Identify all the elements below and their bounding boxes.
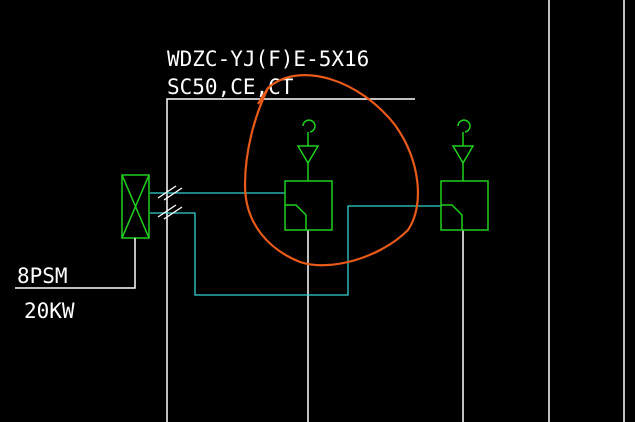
frame-lines	[548, 0, 625, 422]
fan-2-triangle	[451, 145, 475, 165]
tick-1a	[157, 185, 177, 199]
fan-1-triangle	[296, 145, 320, 165]
cable-leader	[166, 98, 415, 422]
tick-1b	[163, 187, 183, 201]
cable-leader-line	[166, 98, 415, 422]
riser-lines	[307, 230, 464, 422]
fan-1-switch	[285, 204, 307, 230]
fan-1-head	[302, 119, 316, 133]
revision-cloud-icon	[243, 74, 420, 267]
fan-2-head	[457, 119, 471, 133]
cable-route-2	[150, 205, 441, 296]
distribution-box-diag-2	[121, 174, 150, 239]
panel-leader	[15, 238, 136, 289]
cable-conduit-label: SC50,CE,CT	[167, 75, 294, 99]
panel-leader-line	[15, 238, 136, 289]
fan-damper-icon	[440, 119, 489, 231]
tick-2a	[157, 204, 177, 218]
tick-2b	[163, 206, 183, 220]
cable-ticks	[157, 185, 183, 220]
cable-routes	[150, 192, 441, 296]
fan-2-switch	[441, 204, 463, 230]
cable-spec-label: WDZC-YJ(F)E-5X16	[167, 47, 369, 71]
panel-power-label: 20KW	[24, 299, 75, 323]
panel-name-label: 8PSM	[17, 264, 68, 288]
revision-cloud-tail	[257, 87, 269, 105]
fan-damper-icon	[284, 119, 333, 231]
